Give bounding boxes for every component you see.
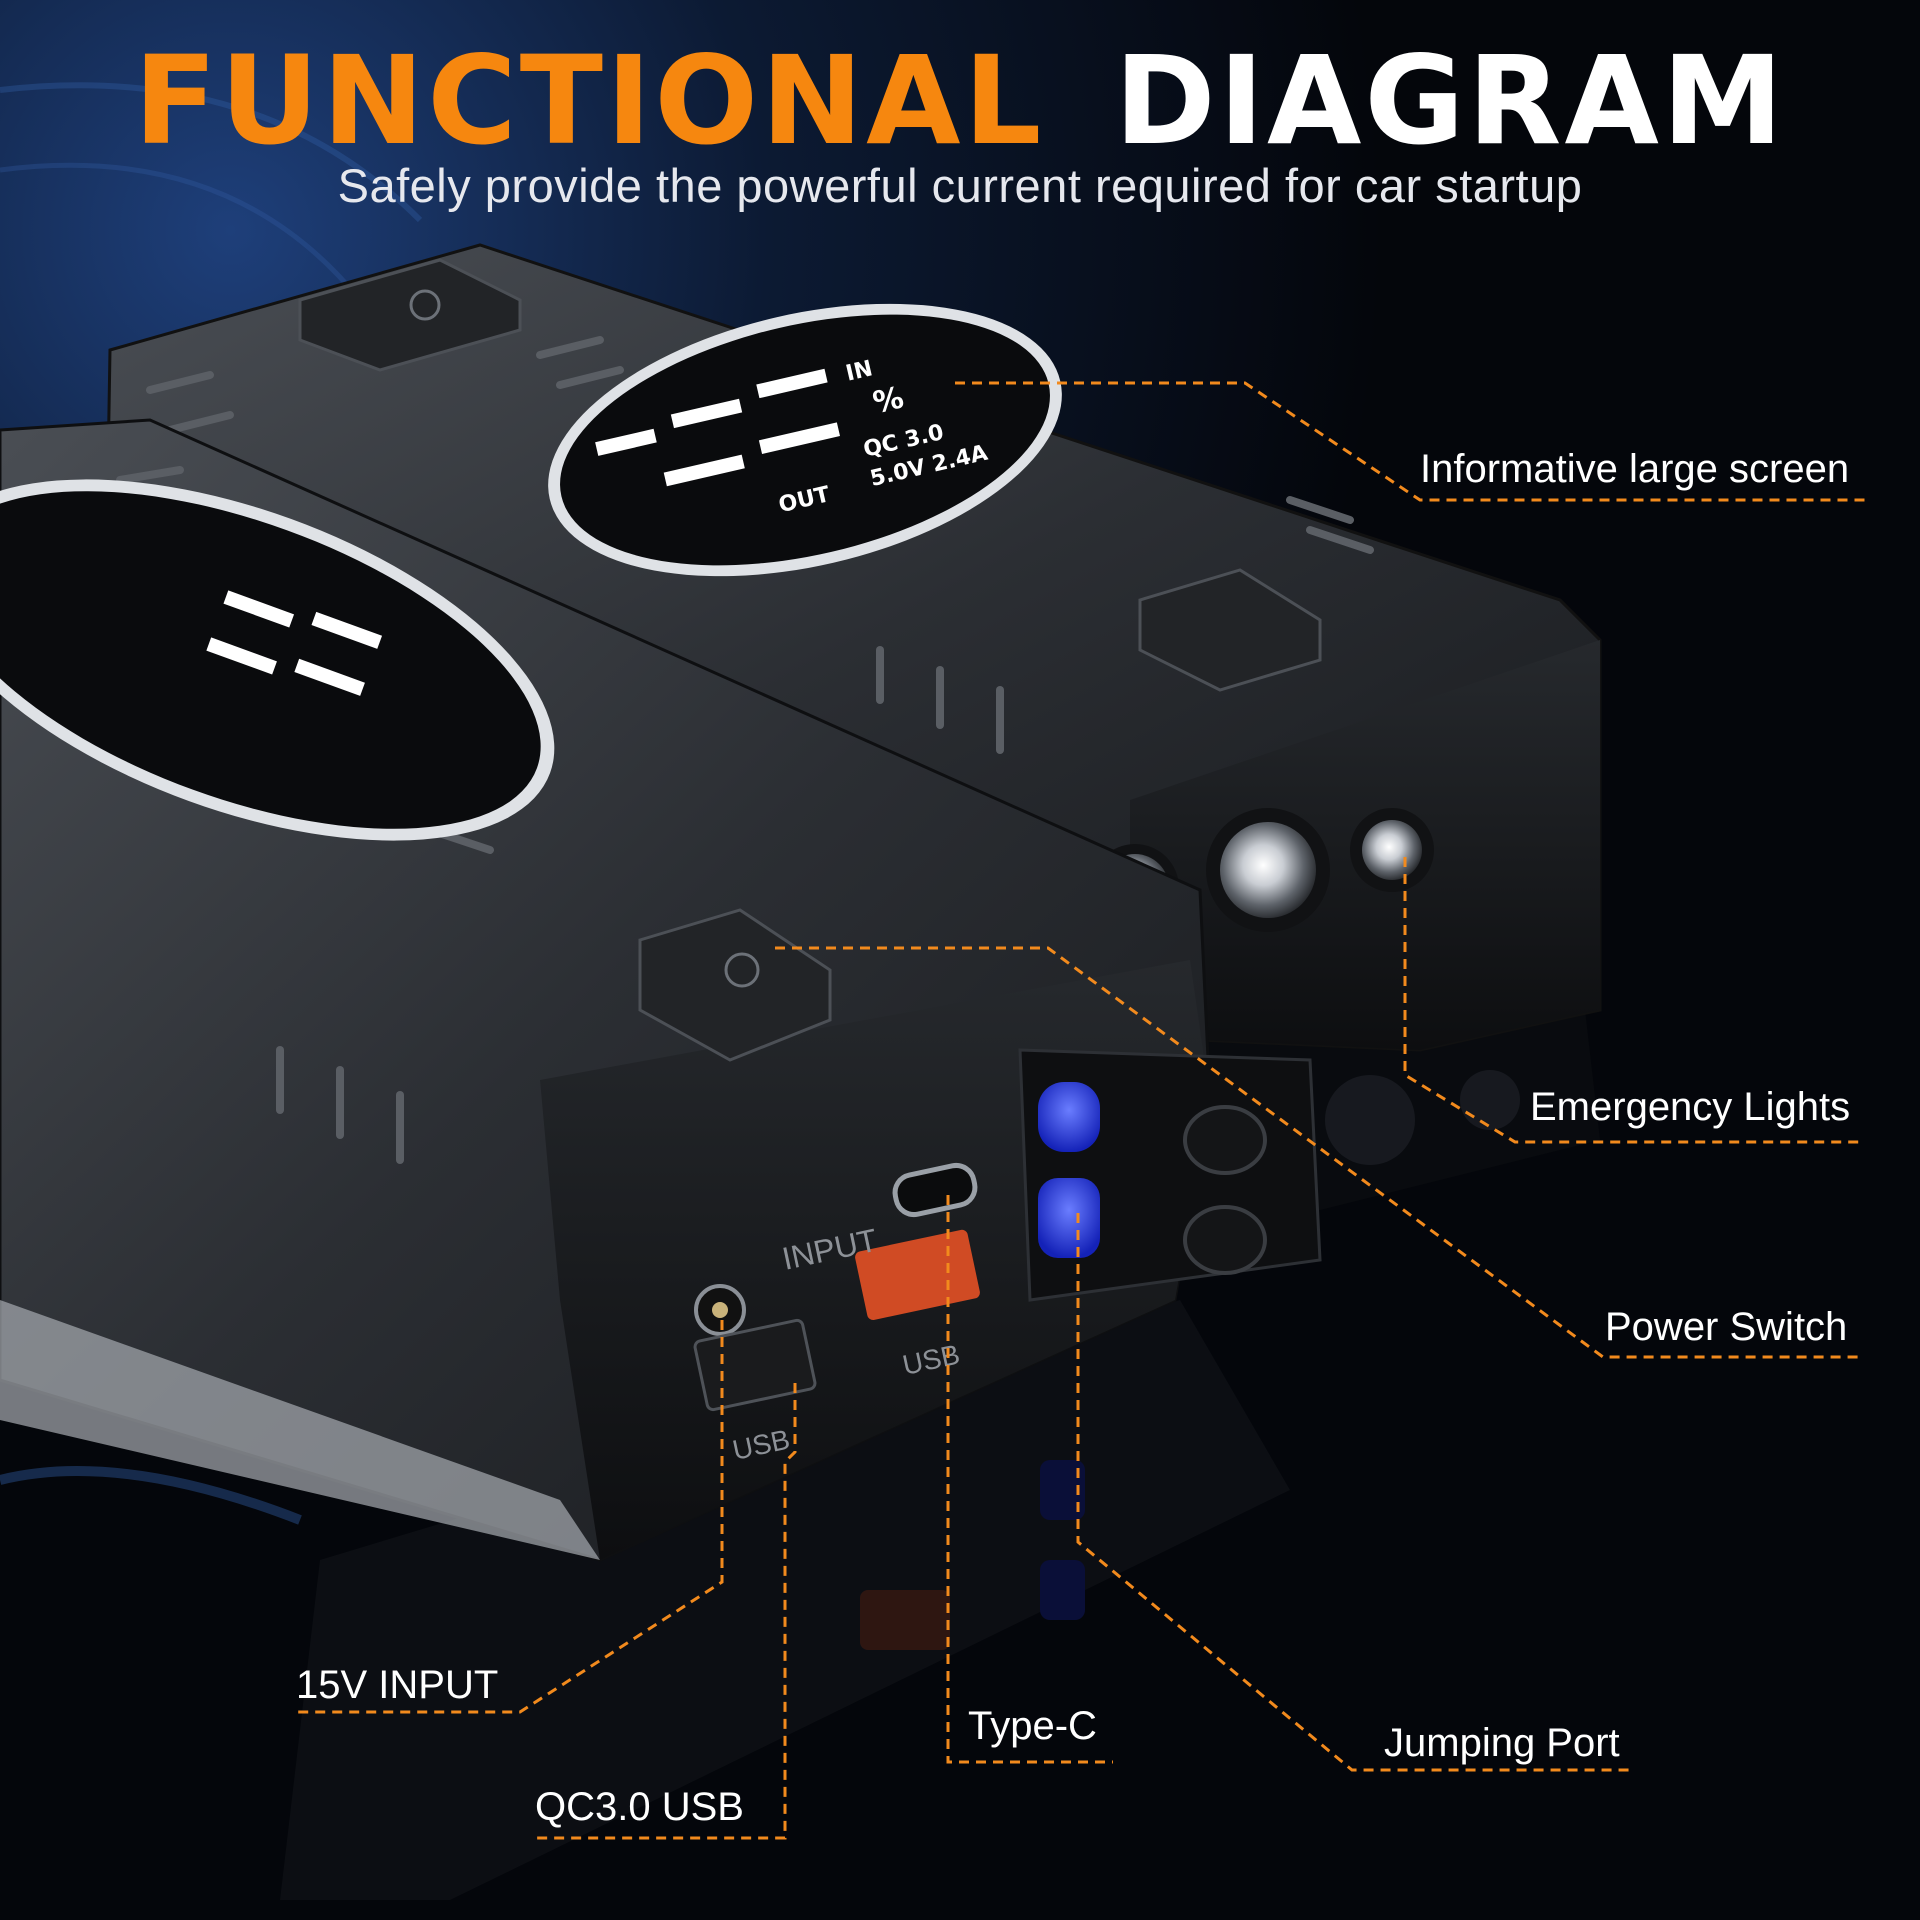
light-streak <box>0 162 362 302</box>
leader-jump <box>1076 1213 1632 1772</box>
title-functional: FUNCTIONAL <box>133 30 1045 172</box>
title-diagram: DIAGRAM <box>1114 30 1787 172</box>
type-c-port <box>892 1162 978 1218</box>
page-subtitle: Safely provide the powerful current requ… <box>337 159 1583 212</box>
callout-power-switch: Power Switch <box>1605 1305 1848 1349</box>
light-streak <box>0 82 423 223</box>
jump-port-positive <box>1038 1082 1100 1152</box>
port-cap <box>1183 1205 1267 1275</box>
screen-in-label: IN <box>844 356 876 386</box>
callout-qc3-usb: QC3.0 USB <box>535 1785 744 1829</box>
leader-lines <box>298 381 1868 1840</box>
port-cap <box>1183 1105 1267 1175</box>
back-device: IN % QC 3.0 5.0V 2.4A OUT <box>106 243 1602 1052</box>
callout-type-c: Type-C <box>968 1704 1097 1748</box>
leader-15v <box>298 1320 724 1714</box>
leader-power <box>775 946 1858 1359</box>
callout-15v-input: 15V INPUT <box>296 1663 499 1707</box>
callout-emergency-lights: Emergency Lights <box>1530 1085 1851 1129</box>
front-device: INPUT USB USB <box>0 418 1322 1562</box>
callout-informative-large-screen: Informative large screen <box>1420 447 1850 491</box>
power-icon <box>724 952 760 988</box>
jump-port-negative <box>1038 1178 1100 1258</box>
callout-jumping-port: Jumping Port <box>1384 1721 1620 1765</box>
leader-typec <box>946 1195 1113 1764</box>
usb-port <box>693 1318 817 1412</box>
leader-screen <box>955 381 1868 502</box>
light-streak <box>0 1466 302 1525</box>
emergency-light-right <box>1362 820 1422 880</box>
leader-lights <box>1403 857 1860 1144</box>
emergency-light-center <box>1220 822 1316 918</box>
